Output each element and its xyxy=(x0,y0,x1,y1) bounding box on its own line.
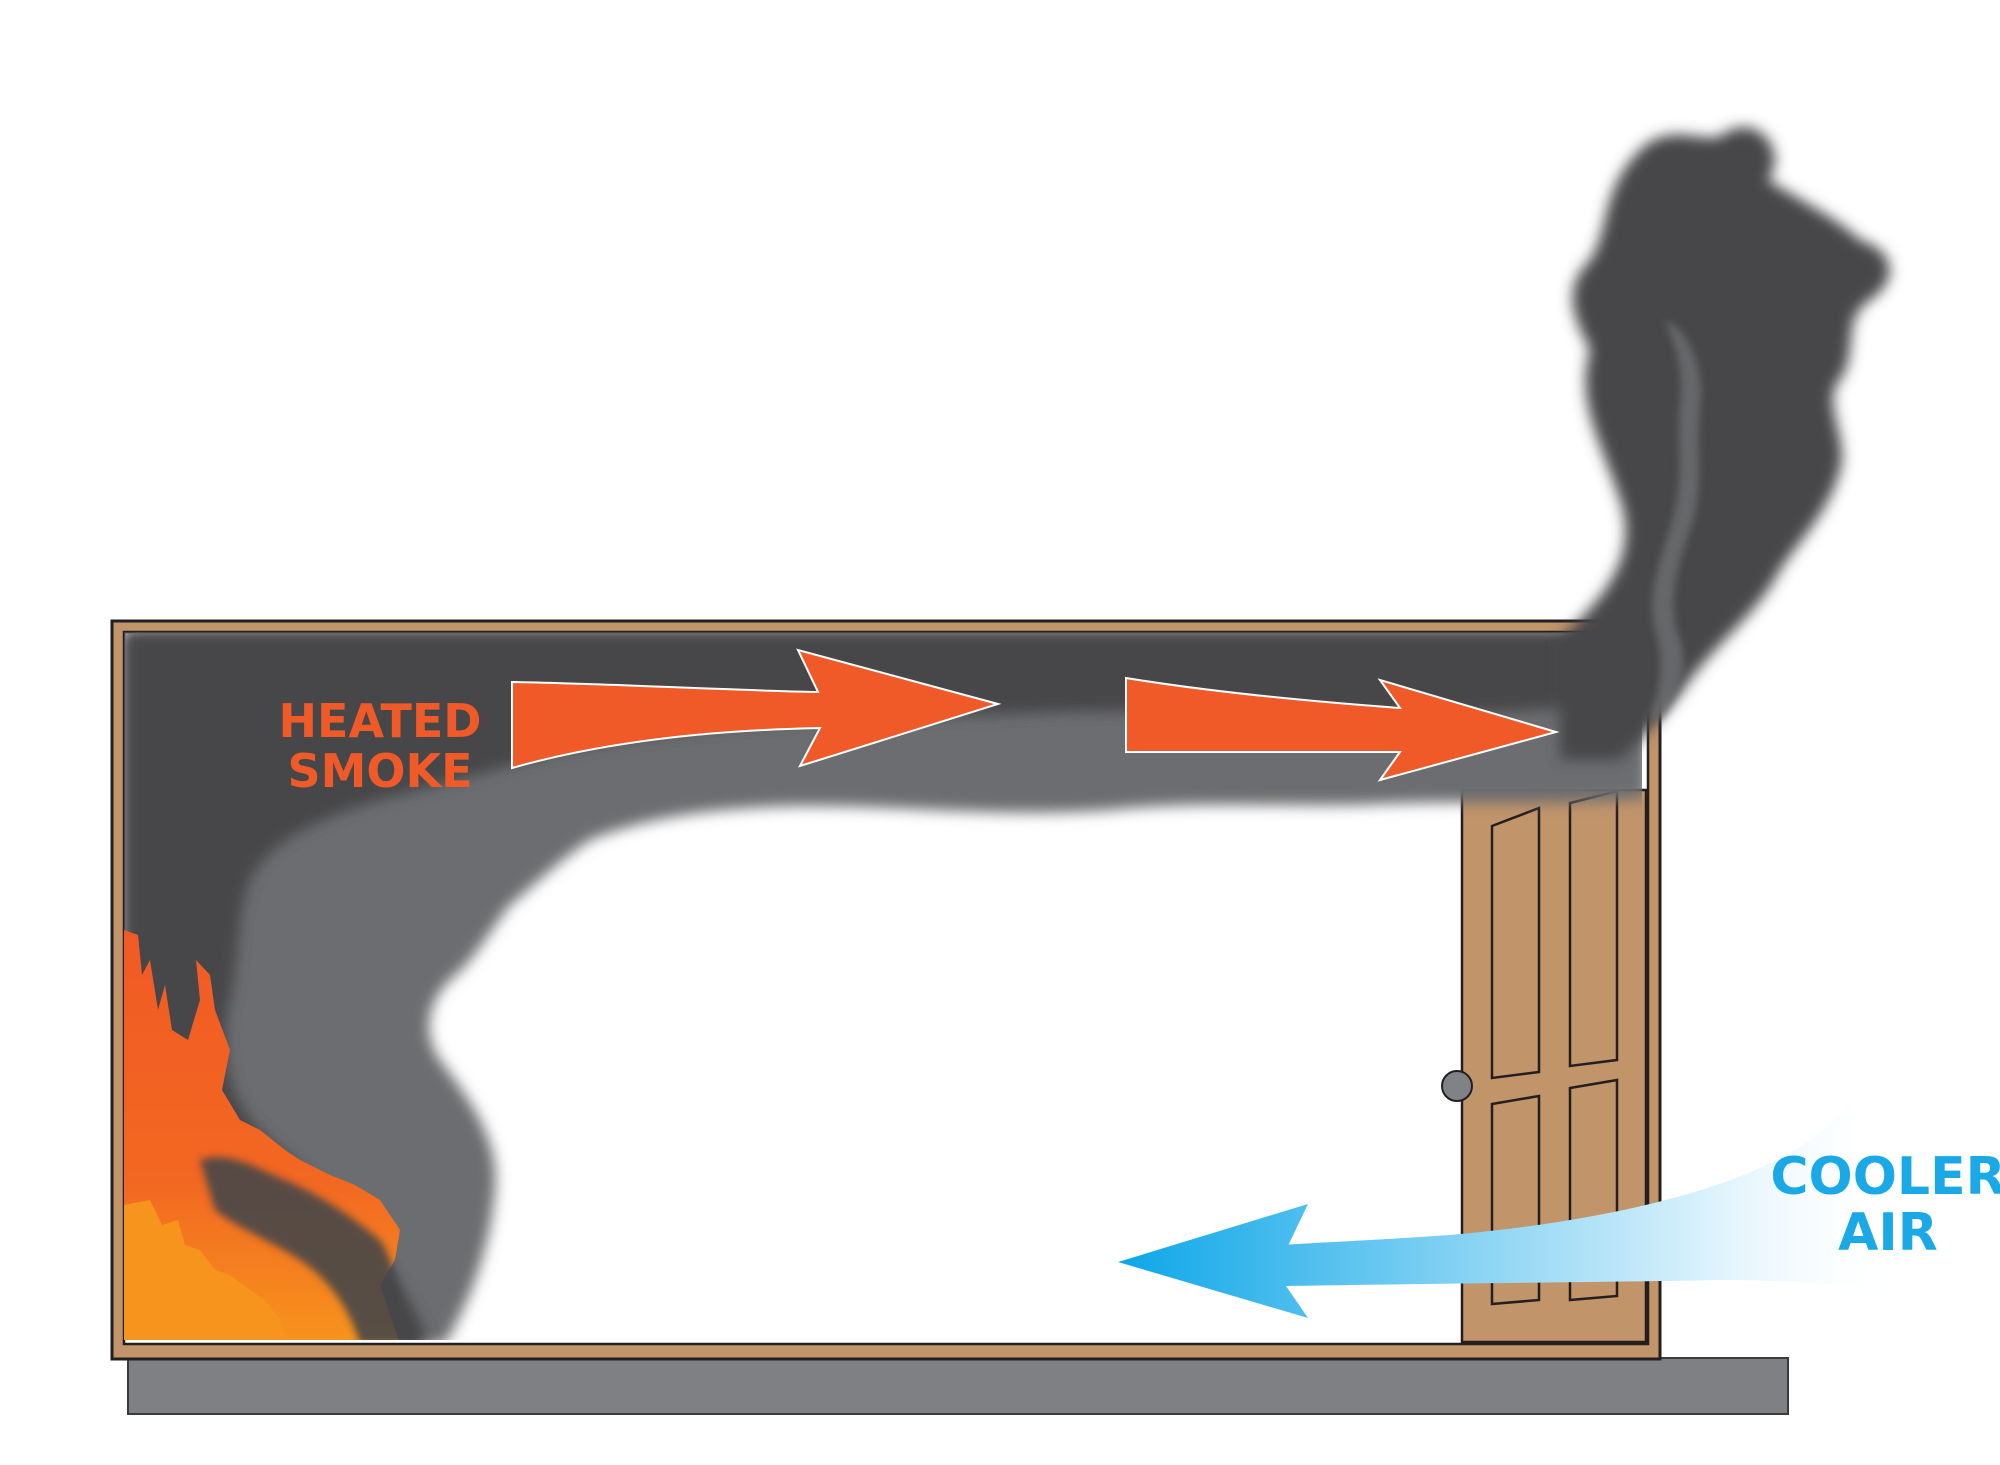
heated-smoke-arrows xyxy=(511,648,1560,782)
plume-light-streak xyxy=(1650,320,1701,720)
smoke-mid-layer xyxy=(124,632,1642,1340)
door-knob xyxy=(1441,1070,1473,1102)
fire-core xyxy=(124,1200,289,1340)
cooler-air-label-line2: AIR xyxy=(1838,1203,1938,1263)
hot-arrow-2 xyxy=(1125,676,1560,782)
escaping-smoke-plume xyxy=(1560,127,1890,760)
heated-smoke-label: HEATED SMOKE xyxy=(279,694,482,798)
door-inset-upper-left xyxy=(1490,806,1541,1080)
plume-dark xyxy=(1560,127,1890,760)
heated-smoke-label-line2: SMOKE xyxy=(287,744,472,798)
cooler-air-arrow xyxy=(1118,1100,1900,1318)
heated-smoke-label-line1: HEATED xyxy=(279,694,482,748)
cool-arrow-shape xyxy=(1118,1100,1900,1318)
fire-dark-tongue xyxy=(200,1157,418,1340)
hot-arrow-1 xyxy=(511,648,1002,770)
cooler-air-label-line1: COOLER xyxy=(1770,1147,2000,1207)
floor-slab xyxy=(127,1357,1789,1415)
fire xyxy=(124,930,418,1340)
cooler-air-label: COOLER AIR xyxy=(1770,1147,2000,1263)
